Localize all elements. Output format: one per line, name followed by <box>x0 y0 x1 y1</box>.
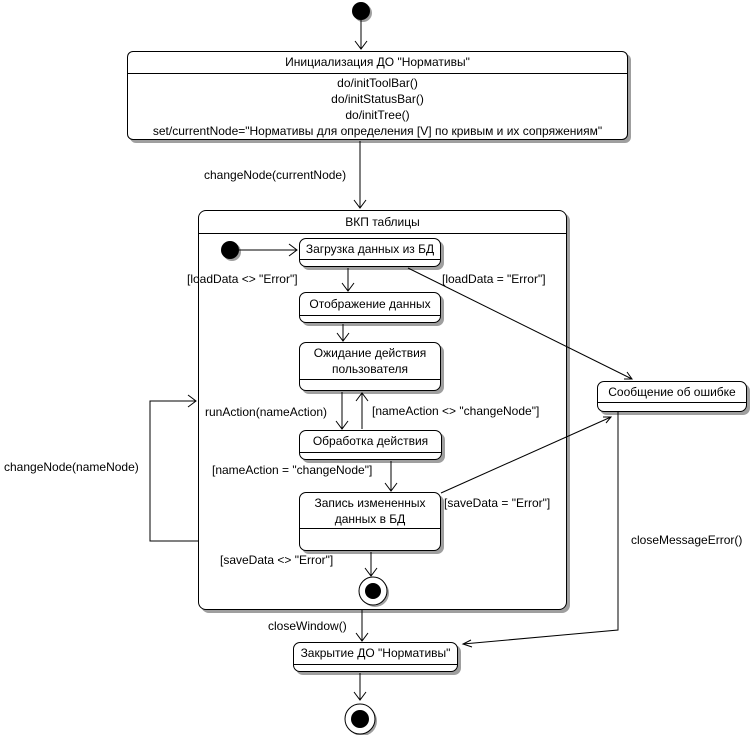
state-compartment <box>300 452 441 459</box>
action-line: do/initToolBar() <box>337 75 418 90</box>
transition-vkp-self-loop <box>149 394 198 542</box>
transition-label-change-node-current: changeNode(currentNode) <box>204 168 347 182</box>
initial-state-icon <box>352 2 372 22</box>
transition-label-save-error: [saveData = "Error"] <box>444 496 551 510</box>
state-vkp-table-title: ВКП таблицы <box>199 211 566 234</box>
transition-label-close-window: closeWindow() <box>268 619 347 633</box>
state-compartment <box>294 664 457 671</box>
state-process-action-title: Обработка действия <box>312 434 429 448</box>
state-compartment <box>300 315 440 322</box>
action-line: set/currentNode="Нормативы для определен… <box>152 123 603 138</box>
state-display-data: Отображение данных <box>299 292 441 323</box>
transition-initial-to-init <box>354 20 368 50</box>
state-display-data-title: Отображение данных <box>309 296 431 311</box>
transition-init-to-vkp <box>353 141 367 209</box>
state-load-data: Загрузка данных из БД <box>299 238 441 267</box>
transition-label-run-action: runAction(nameAction) <box>205 405 328 419</box>
state-wait-user-title: Ожидание действия пользователя <box>313 346 427 376</box>
state-process-action: Обработка действия <box>299 430 442 460</box>
state-close-do-title: Закрытие ДО "Нормативы" <box>300 646 451 660</box>
action-line: do/initStatusBar() <box>331 91 424 106</box>
state-save-data: Запись измененных данных в БД <box>299 492 441 551</box>
state-compartment <box>300 528 440 550</box>
transition-label-name-action-neq: [nameAction <> "changeNode"] <box>372 404 540 418</box>
state-error-message-title: Сообщение об ошибке <box>608 384 736 399</box>
state-compartment <box>598 402 746 411</box>
transition-label-close-message-error: closeMessageError() <box>631 533 743 547</box>
state-save-data-title: Запись измененных данных в БД <box>314 495 426 526</box>
transition-label-load-error: [loadData = "Error"] <box>442 272 546 286</box>
state-compartment <box>300 379 440 390</box>
transition-label-save-ok: [saveData <> "Error"] <box>220 553 334 567</box>
state-close-do: Закрытие ДО "Нормативы" <box>293 642 458 672</box>
state-init-do-title: Инициализация ДО "Нормативы" <box>128 52 627 74</box>
state-error-message: Сообщение об ошибке <box>597 381 747 412</box>
transition-label-load-ok: [loadData <> "Error"] <box>187 272 298 286</box>
transition-label-change-node-name: changeNode(nameNode) <box>4 460 139 474</box>
state-compartment <box>300 259 440 266</box>
final-state-icon <box>344 703 377 735</box>
state-init-do-actions: do/initToolBar() do/initStatusBar() do/i… <box>128 74 627 139</box>
state-init-do: Инициализация ДО "Нормативы" do/initTool… <box>127 51 628 140</box>
state-wait-user: Ожидание действия пользователя <box>299 342 441 391</box>
transition-vkp-to-close <box>355 610 369 642</box>
transition-label-name-action-eq: [nameAction = "changeNode"] <box>212 463 373 477</box>
transition-close-to-final <box>353 673 367 701</box>
state-load-data-title: Загрузка данных из БД <box>305 241 435 256</box>
action-line: do/initTree() <box>345 107 410 122</box>
